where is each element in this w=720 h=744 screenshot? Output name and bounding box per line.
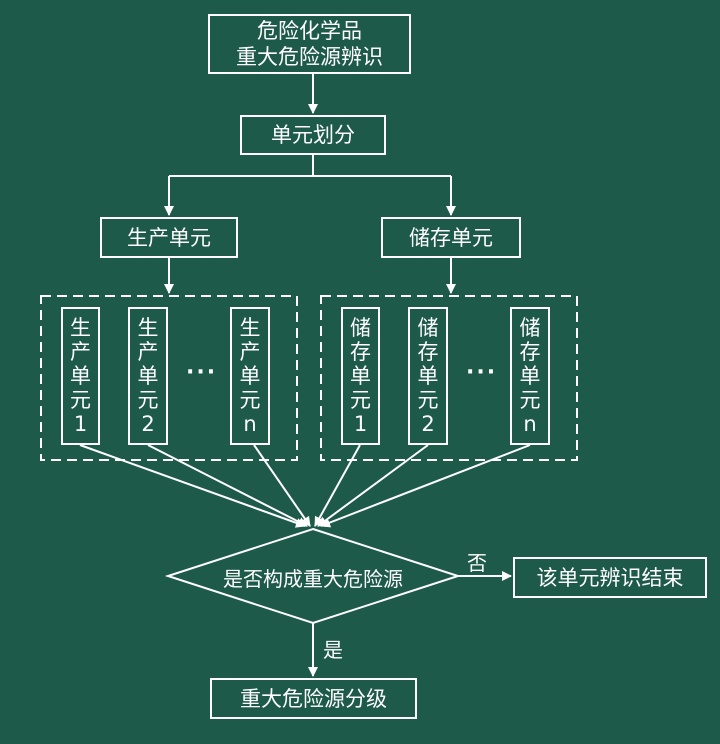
production-unit-n-box: 生 产 单 元 n bbox=[230, 307, 270, 445]
storage-unit-2-box: 储 存 单 元 2 bbox=[408, 307, 448, 445]
char: 生 bbox=[70, 316, 91, 340]
production-unit-1-box: 生 产 单 元 1 bbox=[61, 307, 100, 445]
start-line-2: 重大危险源辨识 bbox=[236, 45, 383, 69]
char: 单 bbox=[137, 364, 159, 388]
char: 单 bbox=[417, 364, 439, 388]
char: n bbox=[243, 412, 257, 436]
char: 元 bbox=[350, 388, 371, 412]
char: 储 bbox=[519, 316, 541, 340]
production-group-dashed bbox=[40, 295, 298, 461]
char: 产 bbox=[137, 340, 159, 364]
storage-unit-box: 储存单元 bbox=[381, 217, 521, 258]
char: 生 bbox=[239, 316, 261, 340]
char: 2 bbox=[141, 412, 155, 436]
char: 单 bbox=[70, 364, 91, 388]
grading-box-label: 重大危险源分级 bbox=[240, 686, 387, 711]
char: 元 bbox=[70, 388, 91, 412]
start-line-1: 危险化学品 bbox=[257, 19, 362, 43]
char: 产 bbox=[239, 340, 261, 364]
char: 单 bbox=[519, 364, 541, 388]
unit-division-box: 单元划分 bbox=[240, 115, 386, 155]
char: 元 bbox=[519, 388, 541, 412]
no-label: 否 bbox=[467, 551, 487, 575]
char: 储 bbox=[417, 316, 439, 340]
converge-line-3 bbox=[253, 444, 311, 527]
converge-line-5 bbox=[317, 444, 429, 527]
storage-group-dashed bbox=[320, 295, 578, 461]
char: n bbox=[523, 412, 537, 436]
converge-line-1 bbox=[79, 444, 306, 528]
identification-end-box: 该单元辨识结束 bbox=[513, 557, 707, 598]
yes-label: 是 bbox=[323, 638, 343, 662]
identification-start-box: 危险化学品 重大危险源辨识 bbox=[208, 14, 411, 74]
converge-line-4 bbox=[314, 444, 361, 527]
char: 单 bbox=[350, 364, 371, 388]
char: 单 bbox=[239, 364, 261, 388]
storage-ellipsis: ··· bbox=[466, 360, 498, 385]
char: 存 bbox=[519, 340, 541, 364]
char: 储 bbox=[350, 316, 371, 340]
char: 1 bbox=[353, 412, 368, 436]
char: 2 bbox=[421, 412, 435, 436]
char: 存 bbox=[350, 340, 371, 364]
end-box-label: 该单元辨识结束 bbox=[536, 565, 684, 590]
converge-line-2 bbox=[147, 444, 308, 527]
decision-label: 是否构成重大危险源 bbox=[223, 567, 403, 591]
char: 元 bbox=[417, 388, 439, 412]
char: 存 bbox=[417, 340, 439, 364]
production-unit-box: 生产单元 bbox=[100, 217, 238, 258]
char: 产 bbox=[70, 340, 91, 364]
production-ellipsis: ··· bbox=[186, 360, 218, 385]
char: 元 bbox=[239, 388, 261, 412]
char: 1 bbox=[73, 412, 88, 436]
char: 生 bbox=[137, 316, 159, 340]
major-hazard-grading-box: 重大危险源分级 bbox=[210, 678, 417, 719]
production-unit-label: 生产单元 bbox=[127, 225, 211, 250]
converge-line-6 bbox=[320, 444, 531, 528]
storage-unit-label: 储存单元 bbox=[409, 225, 493, 250]
storage-unit-1-box: 储 存 单 元 1 bbox=[341, 307, 380, 445]
char: 元 bbox=[137, 388, 159, 412]
production-unit-2-box: 生 产 单 元 2 bbox=[128, 307, 168, 445]
unit-division-label: 单元划分 bbox=[271, 123, 355, 147]
storage-unit-n-box: 储 存 单 元 n bbox=[510, 307, 550, 445]
